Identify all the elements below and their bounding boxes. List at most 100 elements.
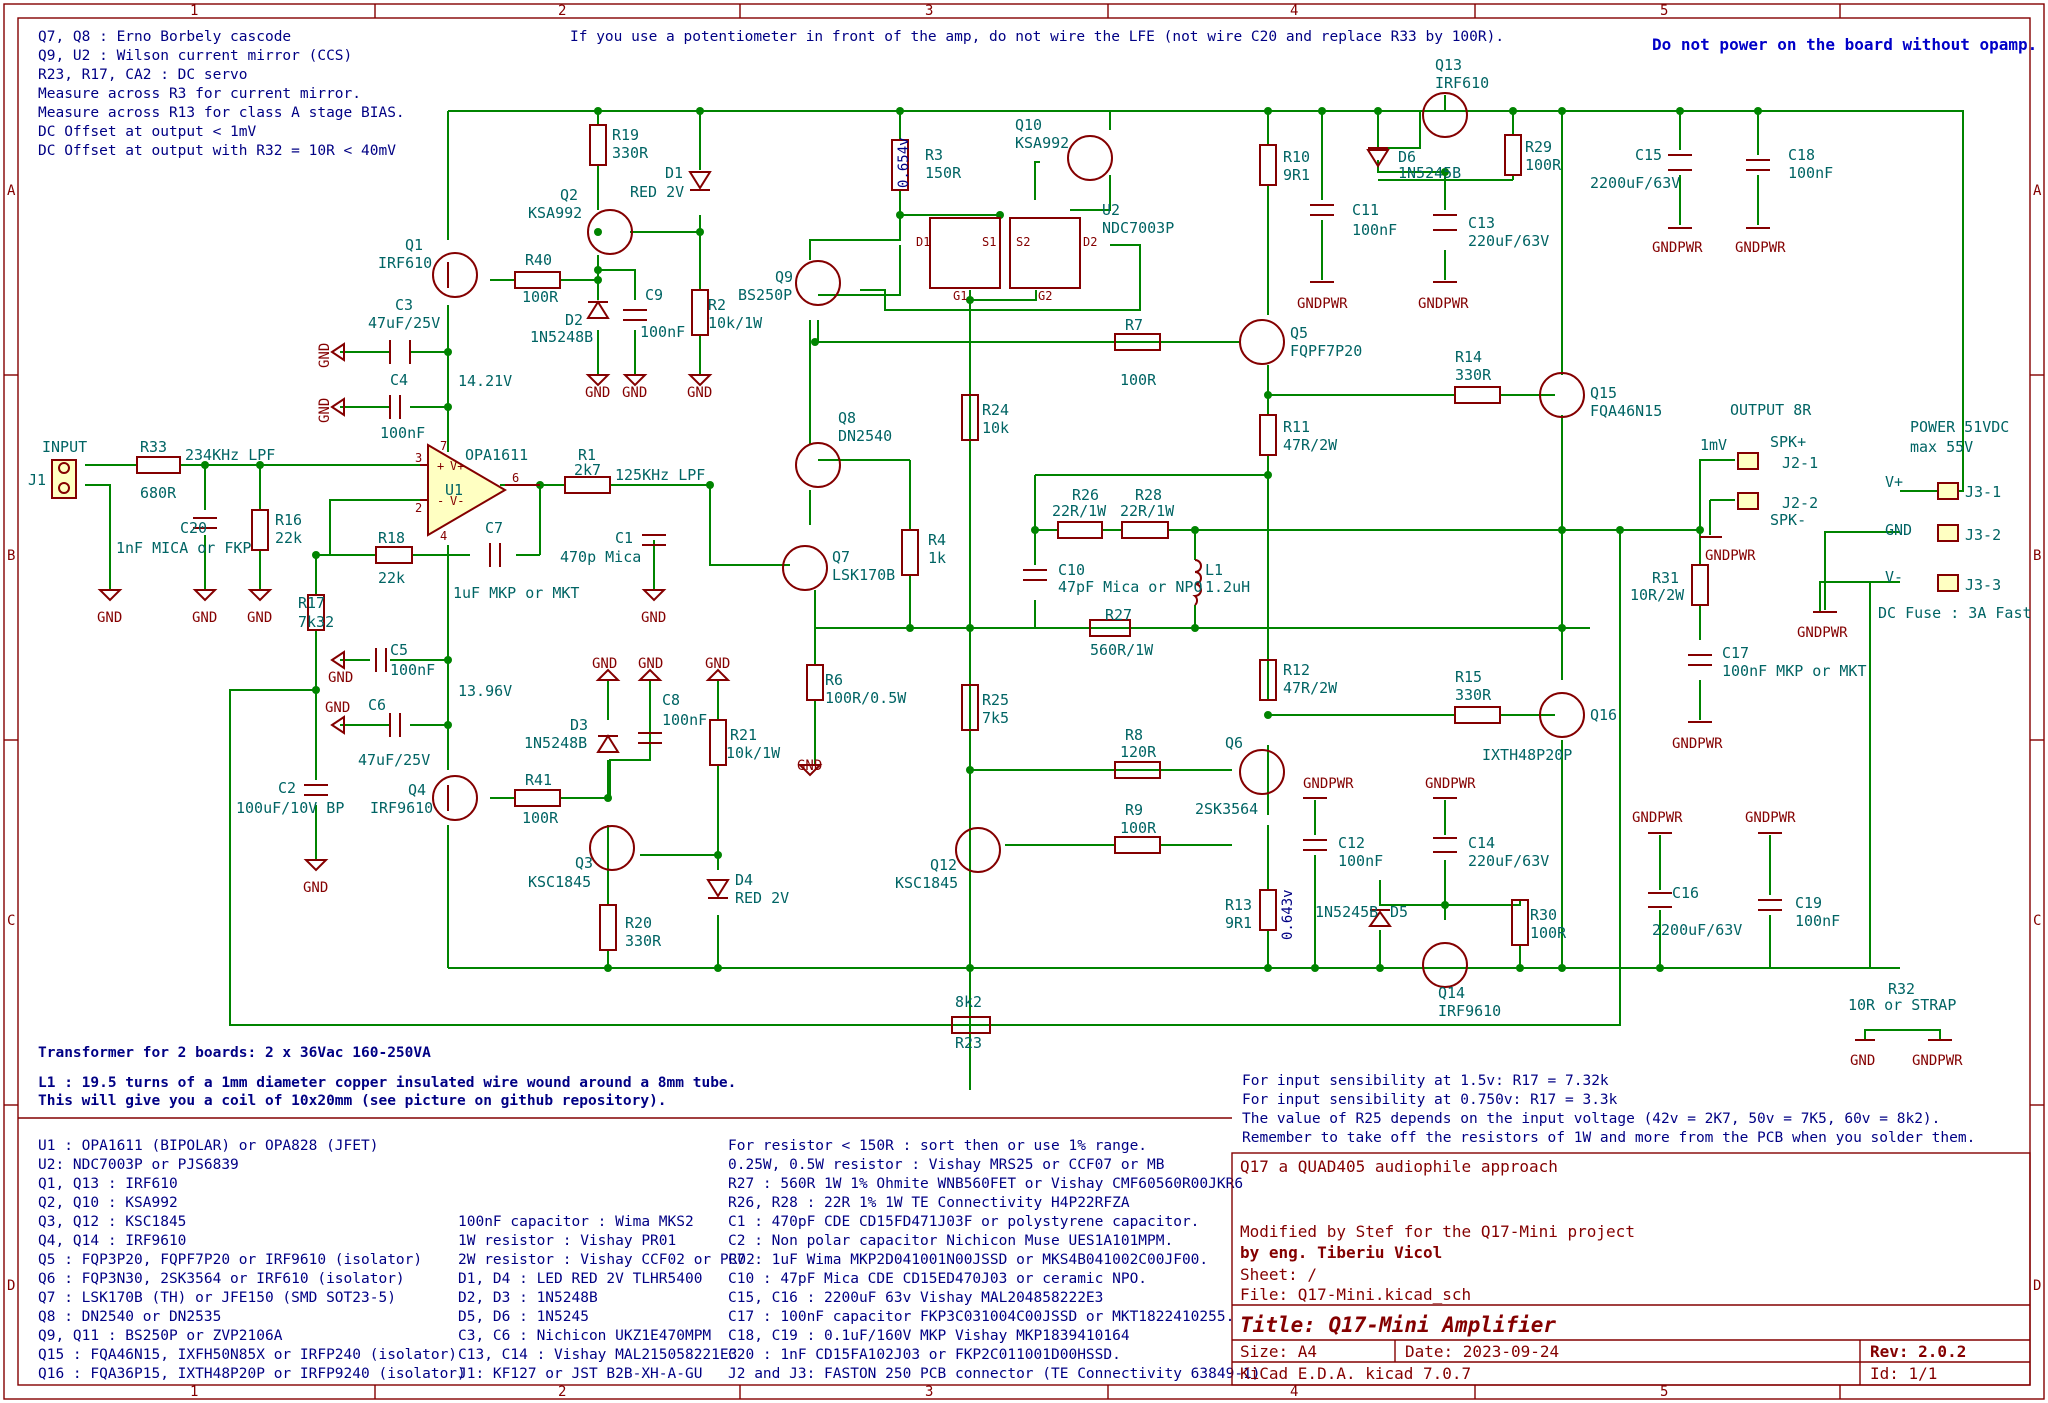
svg-text:C: C (2033, 913, 2041, 929)
transistor-q15 (1539, 372, 1585, 418)
value-label: 47R/2W (1283, 679, 1338, 697)
svg-text:C18, C19 : 0.1uF/160V MKP Vish: C18, C19 : 0.1uF/160V MKP Vishay MKP1839… (728, 1328, 1130, 1344)
value-label: 2200uF/63V (1590, 174, 1680, 192)
value-label: 100nF (1352, 221, 1397, 239)
svg-text:C1 : 470pF CDE CD15FD471J03F o: C1 : 470pF CDE CD15FD471J03F or polystyr… (728, 1214, 1199, 1230)
svg-text:GND: GND (797, 758, 822, 774)
ref-label: Q12 (930, 856, 957, 874)
svg-text:J2-1: J2-1 (1782, 454, 1818, 472)
ground-symbols: GND GND GND GND GND GND GND GND GND GND … (97, 227, 1963, 1069)
ref-label: Q8 (838, 409, 856, 427)
svg-text:C15, C16 : 2200uF 63v Vishay M: C15, C16 : 2200uF 63v Vishay MAL20485822… (728, 1290, 1103, 1306)
ref-label: Q14 (1438, 984, 1465, 1002)
svg-text:B: B (2033, 548, 2041, 564)
transistors (432, 92, 1585, 988)
value-label: 100nF (640, 323, 685, 341)
resistor-symbol (1114, 333, 1161, 351)
resistor-symbol (709, 719, 727, 766)
value-label: 330R (1455, 366, 1492, 384)
value-label: 100R (1120, 371, 1157, 389)
ref-label: R28 (1135, 486, 1162, 504)
note-line: R23, R17, CA2 : DC servo (38, 67, 248, 83)
ref-label: R15 (1455, 668, 1482, 686)
svg-text:GNDPWR: GNDPWR (1652, 240, 1703, 256)
ref-label: Q16 (1590, 706, 1617, 724)
capacitor-symbol (1758, 899, 1782, 911)
svg-text:SPK+: SPK+ (1770, 433, 1806, 451)
value-label: 9R1 (1283, 166, 1310, 184)
ref-label: Q2 (560, 186, 578, 204)
connector-j2-2 (1737, 492, 1759, 510)
ref-label: R25 (982, 691, 1009, 709)
capacitor-symbol (489, 543, 501, 567)
svg-text:3: 3 (415, 451, 422, 465)
svg-text:GND: GND (97, 610, 122, 626)
value-label: 1N5245B (1398, 164, 1461, 182)
value-label: 7k32 (298, 613, 334, 631)
ref-label: R26 (1072, 486, 1099, 504)
ref-label: D3 (570, 716, 588, 734)
inner-frame (17, 17, 2031, 1386)
bom-column-1: U1 : OPA1611 (BIPOLAR) or OPA828 (JFET) … (38, 1138, 466, 1382)
ref-label: U2 (1102, 201, 1120, 219)
capacitor-symbol (1746, 159, 1770, 171)
svg-text:INPUT: INPUT (42, 438, 87, 456)
ref-label: C6 (368, 696, 386, 714)
value-label: 47pF Mica or NPO (1058, 578, 1203, 596)
ref-label: R2 (708, 296, 726, 314)
value-label: KSC1845 (895, 874, 958, 892)
note-line: DC Offset at output with R32 = 10R < 40m… (38, 143, 396, 159)
gnd-symbol (330, 397, 345, 417)
svg-text:GNDPWR: GNDPWR (1735, 240, 1786, 256)
ref-label: Q10 (1015, 116, 1042, 134)
value-label: 10R or STRAP (1848, 996, 1956, 1014)
ref-label: C14 (1468, 834, 1495, 852)
svg-text:DC Fuse : 3A Fast: DC Fuse : 3A Fast (1878, 604, 2032, 622)
value-label: 1N5248B (524, 734, 587, 752)
ref-label: Q5 (1290, 324, 1308, 342)
tb-author: by eng. Tiberiu Vicol (1240, 1243, 1442, 1262)
zener-d3 (596, 734, 620, 753)
ref-label: R11 (1283, 418, 1310, 436)
svg-text:G1: G1 (953, 289, 967, 303)
value-label: 560R/1W (1090, 641, 1154, 659)
resistor-symbol (961, 394, 979, 441)
gnd-symbol (330, 342, 345, 362)
note-line: DC Offset at output < 1mV (38, 124, 257, 140)
gnd-symbol (330, 650, 345, 670)
capacitor-symbol (1648, 892, 1672, 908)
value-label: IRF9610 (370, 799, 433, 817)
value-label: DN2540 (838, 427, 892, 445)
tb-file: File: Q17-Mini.kicad_sch (1240, 1285, 1471, 1304)
value-label: 100R (1525, 156, 1562, 174)
ref-label: C2 (278, 779, 296, 797)
resistor-symbol (1121, 521, 1169, 539)
svg-text:D2: D2 (1083, 235, 1097, 249)
value-label: 2200uF/63V (1652, 921, 1742, 939)
svg-text:For input sensibility at 1.5v:: For input sensibility at 1.5v: R17 = 7.3… (1242, 1073, 1609, 1089)
net-labels: 234KHz LPF 125KHz LPF 14.21V 13.96V 0.65… (185, 137, 1296, 940)
svg-text:max 55V: max 55V (1910, 438, 1973, 456)
value-label: 100nF (1788, 164, 1833, 182)
ref-label: R7 (1125, 316, 1143, 334)
ref-label: Q7 (832, 548, 850, 566)
svg-text:J2-2: J2-2 (1782, 494, 1818, 512)
svg-text:2W resistor : Vishay CCF02 or: 2W resistor : Vishay CCF02 or PR02 (458, 1252, 755, 1268)
transistor-q7 (782, 545, 828, 591)
ref-label: R1 (578, 446, 596, 464)
svg-text:J3-1: J3-1 (1965, 483, 2001, 501)
svg-text:C3, C6 : Nichicon UKZ1E470MPM: C3, C6 : Nichicon UKZ1E470MPM (458, 1328, 711, 1344)
svg-text:GNDPWR: GNDPWR (1418, 296, 1469, 312)
svg-text:GND: GND (328, 670, 353, 686)
resistor-symbol (514, 271, 561, 289)
resistor-symbol (691, 289, 709, 336)
note-l1: This will give you a coil of 10x20mm (se… (38, 1093, 667, 1109)
ref-label: R41 (525, 771, 552, 789)
svg-text:D1: D1 (916, 235, 930, 249)
svg-text:J1: J1 (28, 471, 46, 489)
ref-label: Q13 (1435, 56, 1462, 74)
value-label: 330R (612, 144, 649, 162)
svg-text:14.21V: 14.21V (458, 372, 512, 390)
svg-text:Q15 : FQA46N15, IXFH50N85X or: Q15 : FQA46N15, IXFH50N85X or IRFP240 (i… (38, 1347, 457, 1363)
